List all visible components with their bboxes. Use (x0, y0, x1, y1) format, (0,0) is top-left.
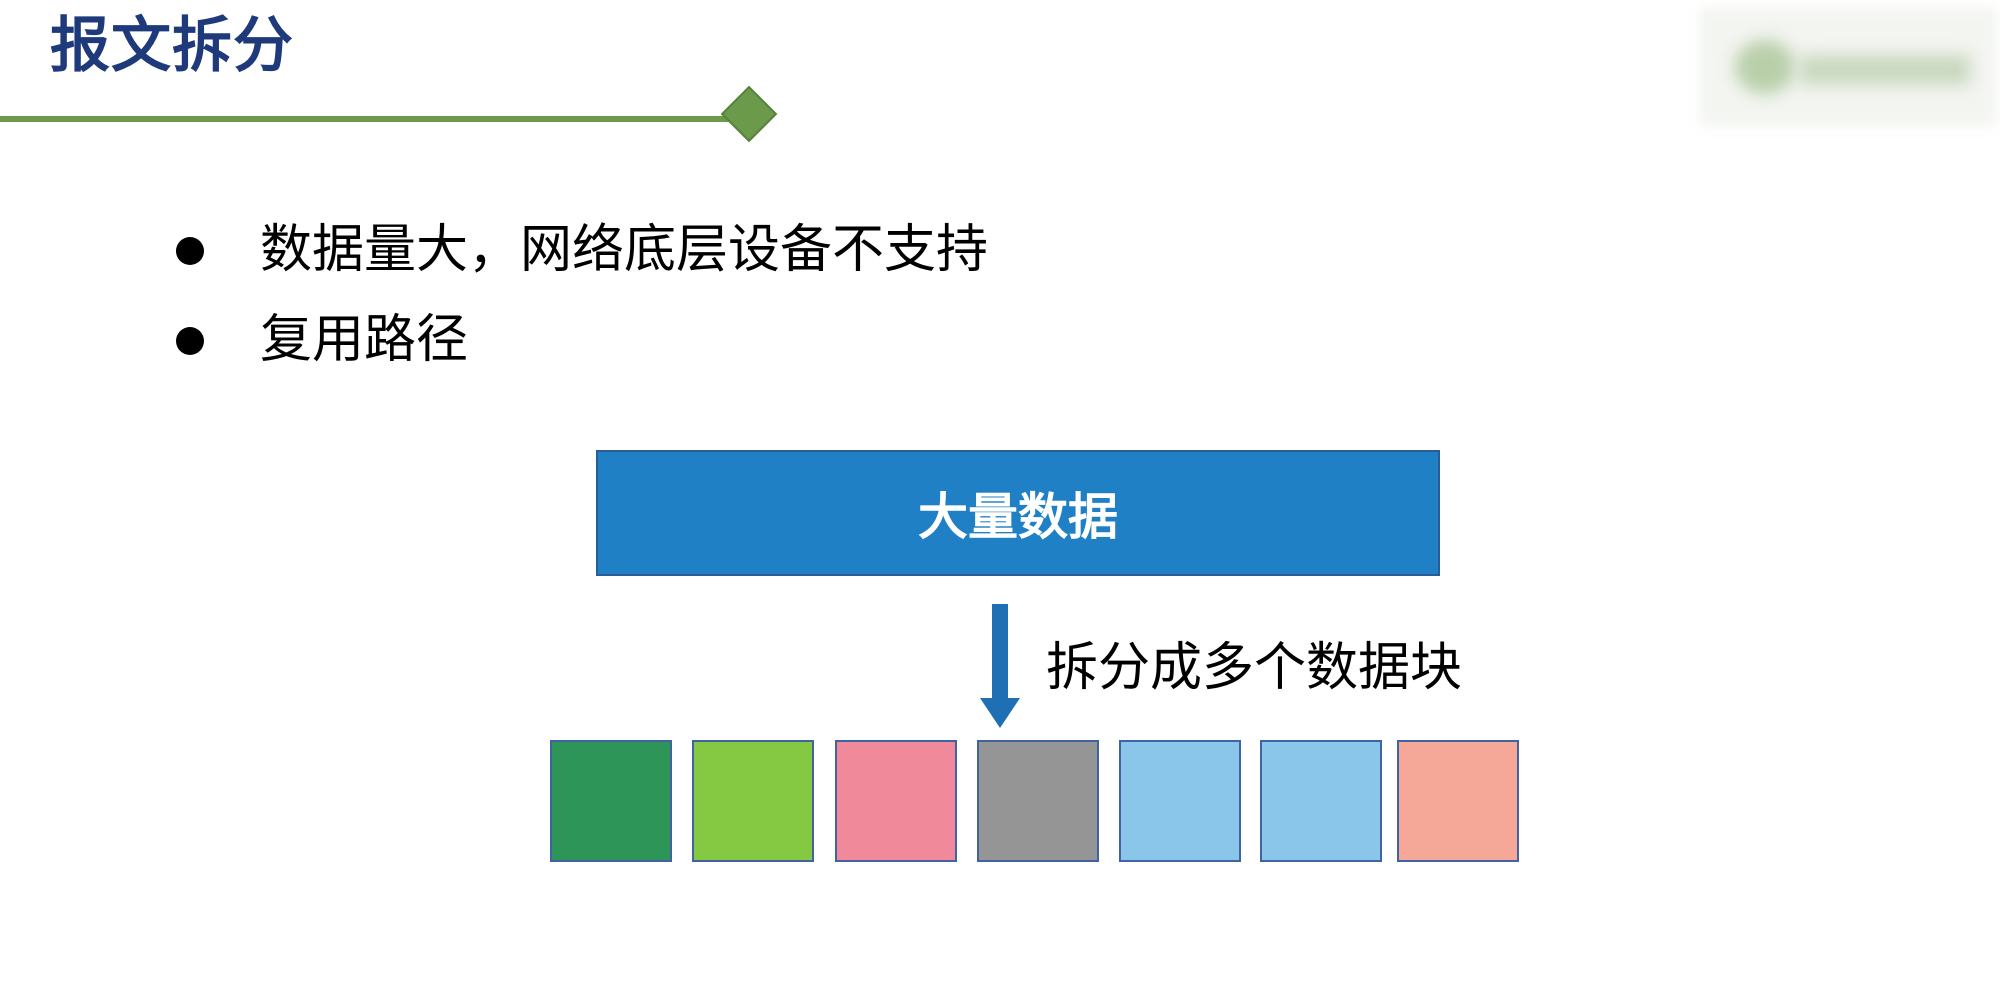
data-chunk (692, 740, 814, 862)
arrow-shaft (992, 604, 1008, 700)
large-data-label: 大量数据 (918, 488, 1118, 546)
data-chunk (550, 740, 672, 862)
slide-title: 报文拆分 (50, 11, 294, 81)
arrow-head (980, 698, 1020, 728)
logo-mark-icon (1735, 40, 1795, 94)
large-data-block: 大量数据 (596, 450, 1440, 576)
split-label: 拆分成多个数据块 (1046, 638, 1463, 698)
data-chunk (835, 740, 957, 862)
data-chunk (1260, 740, 1382, 862)
bullet-dot-icon (176, 237, 204, 265)
title-underline (0, 116, 730, 122)
bullet-dot-icon (176, 327, 204, 355)
bullet-item: 数据量大，网络底层设备不支持 (170, 205, 988, 295)
data-chunk (1119, 740, 1241, 862)
data-chunk (977, 740, 1099, 862)
down-arrow-icon (980, 604, 1020, 728)
bullet-text: 复用路径 (260, 310, 469, 370)
diamond-icon (720, 85, 778, 143)
bullet-list: 数据量大，网络底层设备不支持 复用路径 (170, 205, 988, 385)
data-chunk (1397, 740, 1519, 862)
logo-wordmark (1800, 55, 1970, 85)
bullet-item: 复用路径 (170, 295, 988, 385)
bullet-text: 数据量大，网络底层设备不支持 (260, 220, 989, 280)
